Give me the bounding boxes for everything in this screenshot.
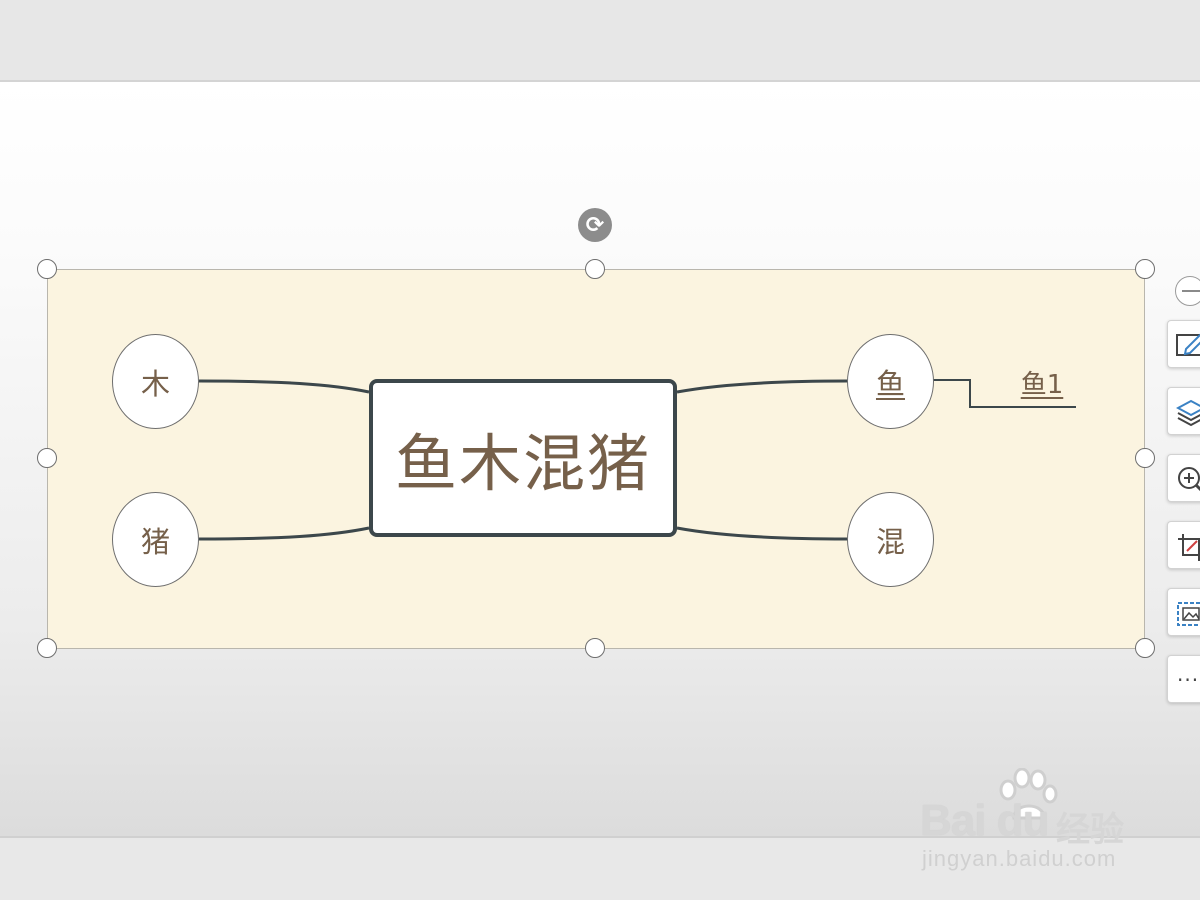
resize-handle-left[interactable]: [37, 448, 57, 468]
connector-mu: [198, 379, 370, 394]
zoom-in-button[interactable]: [1167, 454, 1200, 502]
image-frame-button[interactable]: [1167, 588, 1200, 636]
layers-icon: [1176, 399, 1200, 427]
watermark-brand-cn: 经验: [1056, 810, 1124, 850]
topic-hun[interactable]: 混: [847, 492, 934, 587]
more-button[interactable]: ···: [1167, 655, 1200, 703]
top-gray-band: [0, 0, 1200, 80]
bottom-gray-band: [0, 838, 1200, 900]
collapse-icon[interactable]: [1175, 276, 1200, 306]
connector-yu1: [933, 379, 1076, 408]
image-frame-icon: [1177, 602, 1200, 626]
topic-mu-label: 木: [140, 366, 170, 401]
watermark-brand: Bai du: [920, 796, 1049, 845]
topic-yu-label: 鱼: [875, 366, 905, 401]
edit-icon: [1176, 333, 1200, 356]
resize-handle-top-left[interactable]: [37, 259, 57, 279]
central-topic-label: 鱼木混猪: [394, 427, 651, 500]
connector-zhu: [198, 526, 370, 541]
central-topic[interactable]: 鱼木混猪: [369, 379, 677, 537]
connector-hun: [676, 526, 848, 541]
topic-hun-label: 混: [875, 524, 905, 559]
layers-button[interactable]: [1167, 387, 1200, 435]
subtopic-yu1[interactable]: 鱼1: [1020, 370, 1064, 400]
crop-icon: [1178, 534, 1200, 561]
topic-zhu[interactable]: 猪: [112, 492, 199, 587]
more-icon: ···: [1177, 668, 1200, 692]
topic-yu[interactable]: 鱼: [847, 334, 934, 429]
resize-handle-top-right[interactable]: [1135, 259, 1155, 279]
watermark-url: jingyan.baidu.com: [922, 846, 1117, 871]
resize-handle-right[interactable]: [1135, 448, 1155, 468]
resize-handle-top[interactable]: [585, 259, 605, 279]
rotate-handle-icon[interactable]: ⟳: [578, 208, 612, 242]
baidu-paw-icon: [999, 768, 1058, 820]
crop-button[interactable]: [1167, 521, 1200, 569]
resize-handle-bottom-right[interactable]: [1135, 638, 1155, 658]
zoom-in-icon: [1178, 467, 1200, 492]
baidu-jingyan-watermark: Bai du 经验 jingyan.baidu.com: [918, 768, 1148, 878]
edit-button[interactable]: [1167, 320, 1200, 368]
connector-yu: [676, 379, 848, 394]
topic-zhu-label: 猪: [140, 524, 170, 559]
topic-mu[interactable]: 木: [112, 334, 199, 429]
resize-handle-bottom[interactable]: [585, 638, 605, 658]
resize-handle-bottom-left[interactable]: [37, 638, 57, 658]
